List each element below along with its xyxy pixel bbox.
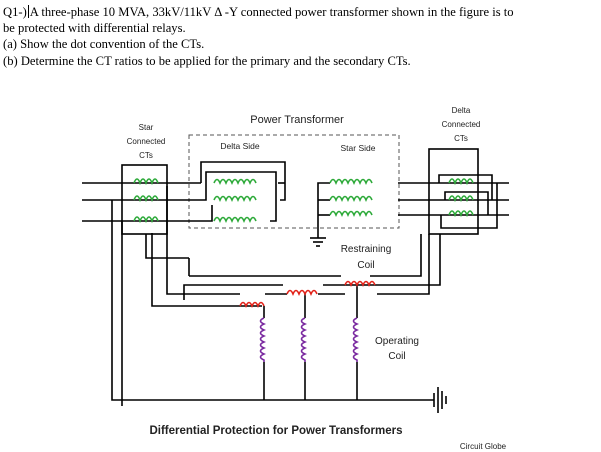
star-cts-label-1: Star <box>139 123 154 132</box>
question-line-1: Q1-)A three-phase 10 MVA, 33kV/11kV Δ -Y… <box>3 4 599 20</box>
operating-coil-label-2: Coil <box>388 351 405 362</box>
differential-protection-diagram: Power Transformer Delta Side Star Side S… <box>82 106 509 451</box>
delta-winding-a <box>213 178 257 186</box>
star-ct-c <box>133 216 159 224</box>
question-number: Q1-) <box>3 5 27 19</box>
operating-coil-a <box>259 317 267 362</box>
restraining-coil-c <box>344 280 376 288</box>
star-ct-b <box>133 195 159 203</box>
delta-winding-c <box>213 216 257 224</box>
delta-side-label: Delta Side <box>220 141 259 151</box>
operating-coil-label-1: Operating <box>375 336 419 347</box>
operating-coils <box>259 317 360 362</box>
question-line-2: be protected with differential relays. <box>3 21 186 36</box>
transformer-enclosure <box>188 134 400 229</box>
star-winding-a <box>329 178 373 186</box>
operating-coil-b <box>300 317 308 362</box>
question-statement: A three-phase 10 MVA, 33kV/11kV Δ -Y con… <box>29 5 514 19</box>
restraining-coils <box>239 280 376 309</box>
delta-cts-label-1: Delta <box>452 106 471 115</box>
star-winding-c <box>329 210 373 218</box>
star-side-label: Star Side <box>341 143 376 153</box>
star-cts-label-3: CTs <box>139 151 153 160</box>
restraining-coil-label-2: Coil <box>357 260 374 271</box>
delta-winding-b <box>213 195 257 203</box>
restraining-coil-b <box>286 289 318 297</box>
question-part-a: (a) Show the dot convention of the CTs. <box>3 37 205 52</box>
transformer-windings <box>213 178 373 224</box>
delta-cts-label-2: Connected <box>442 120 481 129</box>
delta-ct-b <box>448 195 474 203</box>
current-transformers <box>133 178 474 224</box>
wiring <box>82 148 509 413</box>
text-cursor <box>27 5 29 18</box>
watermark: Circuit Globe <box>460 442 507 451</box>
star-winding-b <box>329 195 373 203</box>
question-part-b: (b) Determine the CT ratios to be applie… <box>3 53 411 68</box>
star-cts-label-2: Connected <box>127 137 166 146</box>
delta-ct-c <box>448 210 474 218</box>
diagram-caption: Differential Protection for Power Transf… <box>149 425 402 437</box>
delta-ct-a <box>448 178 474 186</box>
operating-coil-c <box>352 317 360 362</box>
restraining-coil-a <box>239 301 265 309</box>
question-text: Q1-)A three-phase 10 MVA, 33kV/11kV Δ -Y… <box>3 4 599 69</box>
star-ct-a <box>133 178 159 186</box>
power-transformer-label: Power Transformer <box>250 114 344 126</box>
delta-cts-label-3: CTs <box>454 134 468 143</box>
restraining-coil-label-1: Restraining <box>341 244 392 255</box>
